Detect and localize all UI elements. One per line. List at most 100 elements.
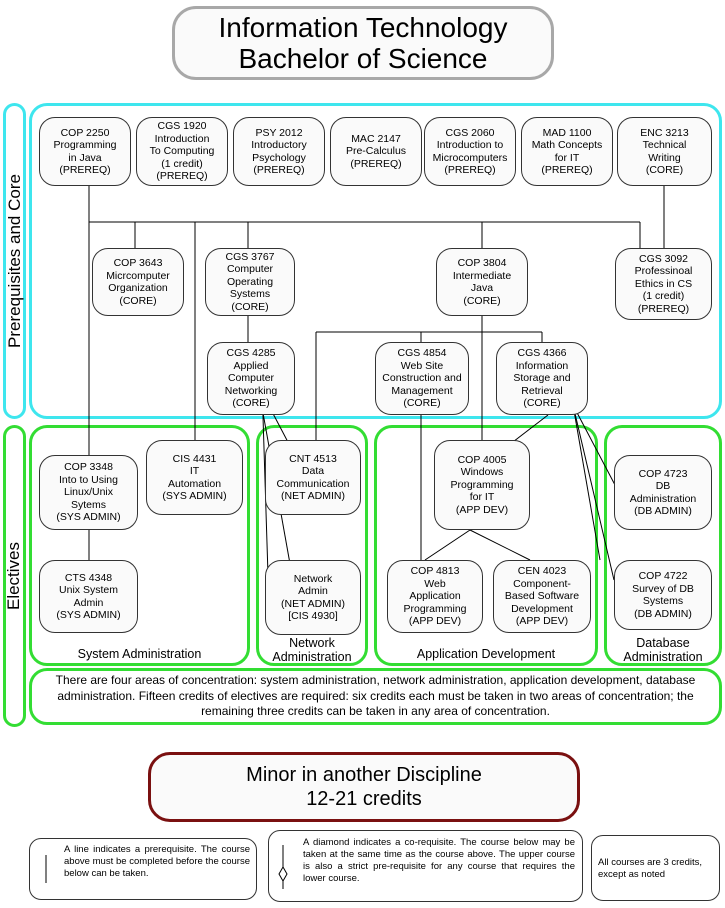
area-label-text: Administration	[272, 650, 352, 664]
course-line: for IT	[554, 151, 580, 164]
course-code: CTS 4348	[64, 571, 113, 584]
course-line: Sytems	[70, 498, 106, 511]
course-code: MAD 1100	[542, 126, 592, 139]
course-line: IT	[189, 465, 200, 477]
course-line: Linux/Unix	[63, 486, 114, 499]
area-label: Network Administration	[256, 636, 368, 664]
course-mad1100: MAD 1100 Math Concepts for IT (PREREQ)	[521, 117, 613, 186]
legend-line: A line indicates a prerequisite. The cou…	[29, 838, 257, 900]
course-line: Writing	[648, 151, 681, 164]
course-cts4348: CTS 4348 Unix System Admin (SYS ADMIN)	[39, 560, 138, 633]
course-code: COP 3643	[113, 257, 163, 269]
course-code: CGS 4285	[226, 347, 276, 360]
course-code: CIS 4431	[172, 452, 217, 465]
course-cgs3767: CGS 3767 Computer Operating Systems (COR…	[205, 248, 295, 316]
course-line: Storage and	[513, 372, 571, 385]
course-tag: (SYS ADMIN)	[162, 490, 227, 502]
course-line: To Computing	[149, 145, 215, 158]
course-line: Into to Using	[59, 473, 118, 486]
course-code: CGS 3767	[225, 250, 275, 263]
course-code: CEN 4023	[517, 565, 567, 578]
course-cop3348: COP 3348 Into to Using Linux/Unix Sytems…	[39, 455, 138, 530]
line-symbol-icon	[45, 855, 47, 883]
course-mac2147: MAC 2147 Pre-Calculus (PREREQ)	[330, 117, 422, 186]
section-label-prereq-core: Prerequisites and Core	[3, 103, 26, 419]
course-line: (1 credit)	[161, 157, 203, 170]
course-cnt4513: CNT 4513 Data Communication (NET ADMIN)	[265, 440, 361, 515]
course-line: Retrieval	[521, 384, 563, 397]
course-line: Math Concepts	[531, 139, 603, 151]
course-line: Intermediate	[452, 269, 512, 282]
course-line: Micrcomputer	[106, 269, 170, 282]
course-cop3804: COP 3804 Intermediate Java (CORE)	[436, 248, 528, 316]
course-cop4723: COP 4723 DB Administration (DB ADMIN)	[614, 455, 712, 530]
course-line: Information	[515, 359, 569, 372]
course-cop4722: COP 4722 Survey of DB Systems (DB ADMIN)	[614, 560, 712, 630]
course-tag: (APP DEV)	[455, 503, 509, 516]
course-line: Programming	[403, 602, 467, 615]
course-line: Construction and	[382, 372, 462, 385]
course-tag: (PREREQ)	[350, 157, 402, 170]
course-line: Development	[511, 602, 573, 615]
course-line: Psychology	[252, 151, 306, 164]
course-cgs4366: CGS 4366 Information Storage and Retriev…	[496, 342, 588, 415]
course-tag: (NET ADMIN)	[281, 597, 345, 610]
course-line: Organization	[108, 282, 168, 294]
course-network-admin: Network Admin (NET ADMIN) [CIS 4930]	[265, 560, 361, 635]
course-enc3213: ENC 3213 Technical Writing (CORE)	[617, 117, 712, 186]
minor-credits: 12-21 credits	[306, 788, 422, 810]
course-line: Automation	[167, 477, 222, 490]
course-code: COP 4722	[638, 570, 688, 582]
course-cgs3092: CGS 3092 Professinoal Ethics in CS (1 cr…	[615, 248, 712, 320]
course-tag: (SYS ADMIN)	[56, 609, 121, 621]
course-code: MAC 2147	[351, 132, 401, 145]
course-line: Introduction to	[436, 139, 504, 151]
course-code: COP 3348	[64, 461, 113, 474]
course-tag: (PREREQ)	[59, 164, 111, 176]
course-code: COP 4813	[410, 565, 460, 578]
course-line: Unix System	[59, 584, 118, 596]
area-label-text: Network	[289, 636, 335, 650]
course-line: Introduction	[154, 132, 210, 145]
course-tag: (CORE)	[463, 294, 501, 307]
area-label-text: Database	[636, 636, 690, 650]
course-line: Web Site	[400, 359, 444, 372]
course-tag: (DB ADMIN)	[634, 505, 692, 517]
area-label: Database Administration	[604, 636, 722, 664]
course-tag: (CORE)	[231, 300, 269, 313]
diamond-symbol-icon	[278, 845, 288, 889]
course-line: Data	[301, 465, 325, 477]
course-line: Introductory	[251, 139, 307, 151]
course-tag: (PREREQ)	[156, 170, 208, 183]
course-code: COP 3804	[457, 257, 507, 269]
course-tag: (SYS ADMIN)	[56, 511, 121, 524]
area-label: System Administration	[29, 647, 250, 661]
course-code: [CIS 4930]	[288, 610, 338, 622]
course-line: Network	[293, 572, 333, 585]
course-code: CGS 4366	[517, 347, 567, 360]
course-line: Pre-Calculus	[345, 145, 407, 158]
legend-diamond: A diamond indicates a co-requisite. The …	[268, 830, 583, 902]
course-cgs4285: CGS 4285 Applied Computer Networking (CO…	[207, 342, 295, 415]
course-line: Component-	[513, 577, 571, 590]
course-tag: (PREREQ)	[541, 164, 593, 176]
course-line: Windows	[460, 466, 504, 479]
course-tag: (DB ADMIN)	[634, 607, 692, 620]
course-tag: (CORE)	[645, 164, 684, 176]
course-line: (1 credit)	[642, 290, 685, 303]
course-line: Networking	[224, 384, 278, 397]
section-label-electives: Electives	[3, 425, 26, 727]
legend-credits-text: All courses are 3 credits, except as not…	[598, 857, 703, 880]
course-line: Java	[470, 282, 494, 294]
course-tag: (APP DEV)	[408, 615, 462, 628]
concentration-note: There are four areas of concentration: s…	[29, 668, 722, 725]
course-line: Systems	[229, 288, 271, 301]
course-cop4005: COP 4005 Windows Programming for IT (APP…	[434, 440, 530, 530]
course-tag: (CORE)	[119, 294, 157, 307]
course-line: Web	[424, 577, 446, 590]
area-label-text: Application Development	[416, 647, 556, 661]
legend-credits: All courses are 3 credits, except as not…	[591, 835, 720, 901]
course-line: Programming	[450, 478, 514, 491]
area-label-text: Administration	[623, 650, 703, 664]
course-code: COP 2250	[60, 126, 110, 139]
